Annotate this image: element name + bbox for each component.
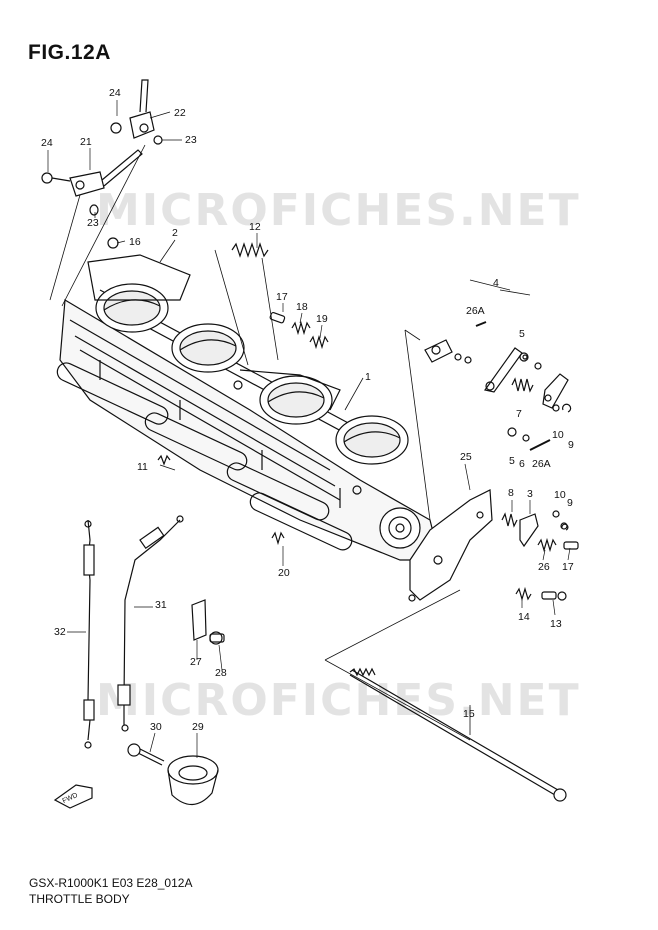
- diagram-art: [41, 79, 579, 809]
- part-label-9a: 9: [568, 439, 574, 451]
- label-leaders: [47, 100, 571, 758]
- part-label-5a: 5: [519, 328, 525, 340]
- part-label-27: 27: [190, 656, 202, 668]
- part-label-26a-top: 26A: [466, 305, 485, 317]
- footer-model-code: GSX-R1000K1 E03 E28_012A: [29, 876, 193, 890]
- bolt-30: [127, 743, 165, 766]
- part-label-28: 28: [215, 667, 227, 679]
- part-label-7: 7: [516, 408, 522, 420]
- bolt-28: [209, 631, 225, 645]
- part-label-10a: 10: [552, 429, 564, 441]
- part-label-21: 21: [80, 136, 92, 148]
- spring-12: [231, 242, 269, 258]
- screw-13: [541, 591, 567, 601]
- part-label-10b: 10: [554, 489, 566, 501]
- part-label-20: 20: [278, 567, 290, 579]
- part-label-26: 26: [538, 561, 550, 573]
- stop-lever-3: [519, 510, 569, 548]
- part-labels: 1 2 3 4 5 5 6 7 8 9 9 10 10 11 12 13 14 …: [41, 87, 574, 733]
- part-label-2: 2: [172, 227, 178, 239]
- part-label-6: 6: [519, 458, 525, 470]
- watermark-bottom: MICROFICHES.NET: [96, 675, 581, 726]
- part-label-24b: 24: [41, 137, 53, 149]
- spring-18: [291, 320, 311, 336]
- screw-17-top: [269, 311, 286, 324]
- spring-20: [271, 531, 285, 546]
- cable-bracket-22: [110, 79, 163, 145]
- part-label-29: 29: [192, 721, 204, 733]
- spring-26: [537, 537, 557, 553]
- part-label-16: 16: [129, 236, 141, 248]
- spring-14: [515, 586, 532, 602]
- screw-17-right: [563, 541, 579, 550]
- cap-29: [167, 755, 219, 806]
- footer-section-title: THROTTLE BODY: [29, 892, 130, 906]
- part-label-25: 25: [460, 451, 472, 463]
- part-label-9b: 9: [567, 497, 573, 509]
- spring-8: [501, 512, 518, 528]
- part-label-26a-bottom: 26A: [532, 458, 551, 470]
- part-label-22: 22: [174, 107, 186, 119]
- bracket-25: [408, 489, 493, 602]
- part-label-11: 11: [137, 461, 148, 473]
- part-label-1: 1: [365, 371, 371, 383]
- spring-11: [157, 454, 171, 466]
- part-label-24a: 24: [109, 87, 121, 99]
- throttle-body-assembly: [56, 237, 441, 561]
- part-label-30: 30: [150, 721, 162, 733]
- part-label-3: 3: [527, 488, 533, 500]
- part-label-12: 12: [249, 221, 261, 233]
- part-label-8: 8: [508, 487, 514, 499]
- part-label-17a: 17: [276, 291, 288, 303]
- figure-title: FIG.12A: [28, 41, 111, 64]
- part-label-19: 19: [316, 313, 328, 325]
- part-label-17b: 17: [562, 561, 574, 573]
- part-label-23a: 23: [185, 134, 197, 146]
- fwd-arrow-icon: [53, 784, 93, 809]
- spring-19: [309, 334, 329, 350]
- spring-7: [511, 377, 534, 393]
- linkage-assembly-4: [424, 321, 572, 451]
- part-label-23b: 23: [87, 217, 99, 229]
- part-label-32: 32: [54, 626, 66, 638]
- part-label-31: 31: [155, 599, 167, 611]
- clamp-27: [191, 599, 207, 641]
- throttle-cable-32: [83, 519, 95, 749]
- part-label-14: 14: [518, 611, 530, 623]
- shaft-15: [349, 667, 567, 802]
- throttle-cable-31: [117, 515, 184, 732]
- cable-bracket-21: [41, 149, 143, 216]
- part-label-18: 18: [296, 301, 308, 313]
- part-label-13: 13: [550, 618, 562, 630]
- part-label-15: 15: [463, 708, 475, 720]
- part-label-5b: 5: [509, 455, 515, 467]
- watermark-top: MICROFICHES.NET: [96, 185, 581, 236]
- part-label-4: 4: [493, 277, 499, 289]
